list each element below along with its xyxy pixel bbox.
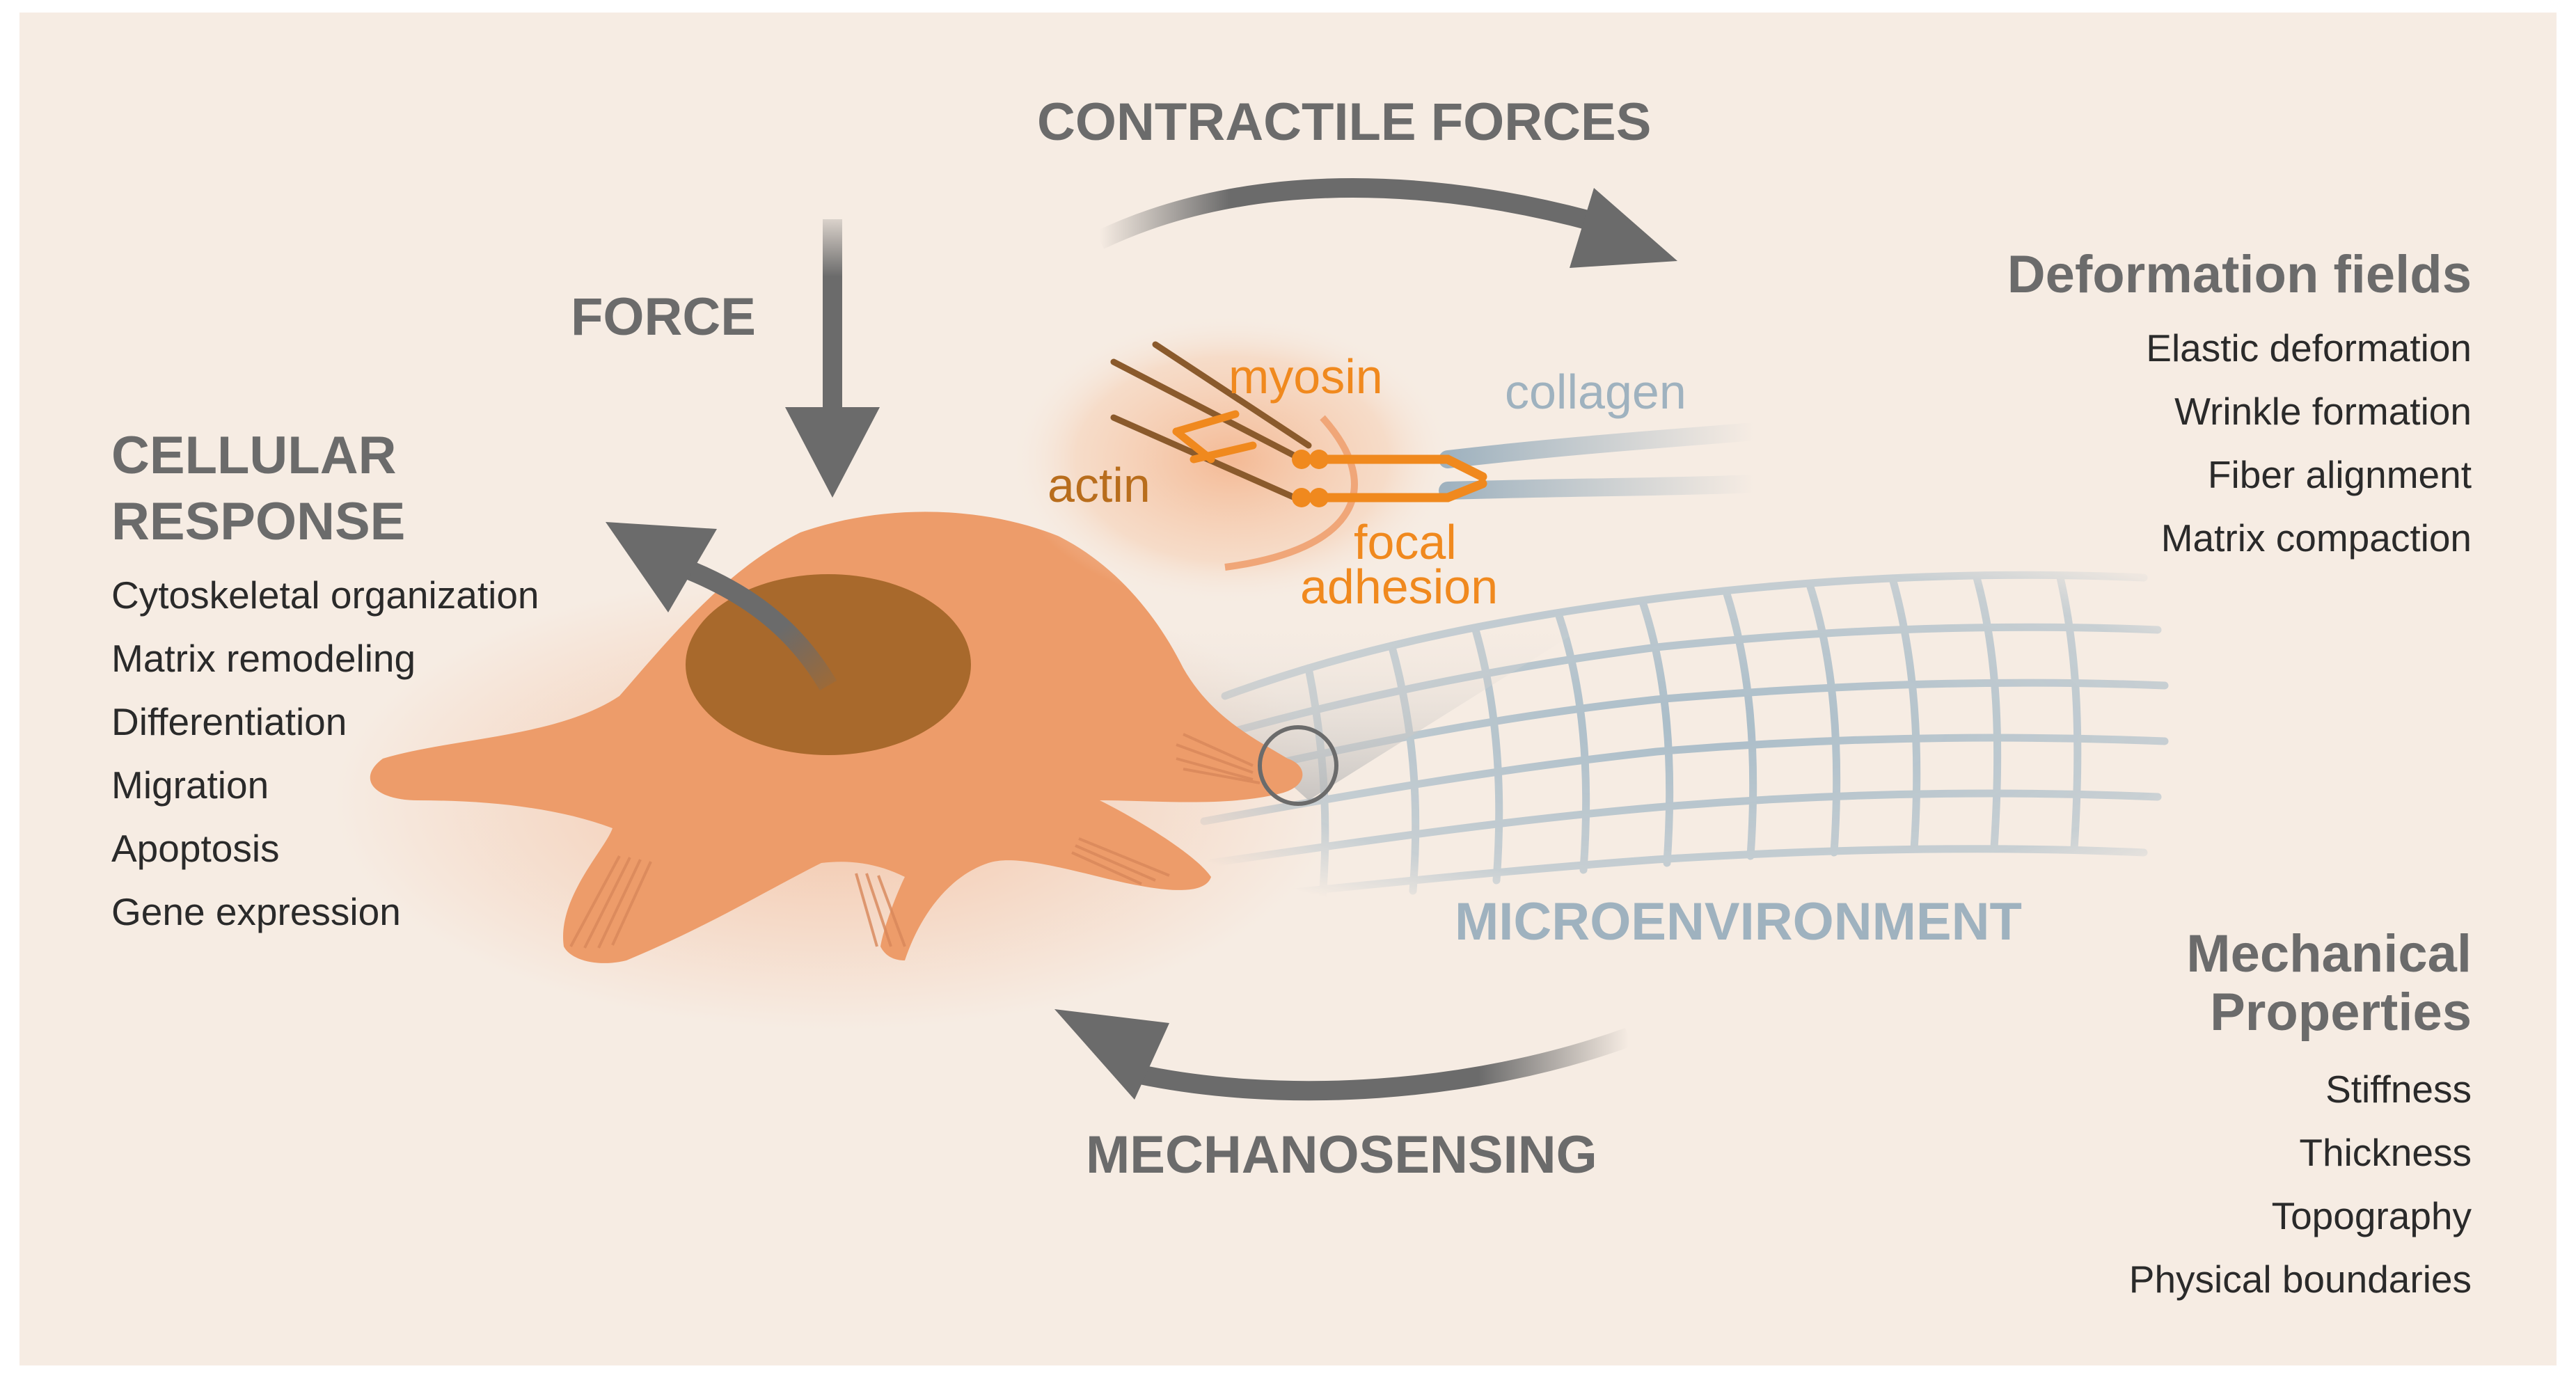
mechanosensing-label: MECHANOSENSING	[1086, 1125, 1597, 1185]
contractile-forces-arrow	[1095, 178, 1677, 268]
mechanical-properties-list: Stiffness Thickness Topography Physical …	[2129, 1058, 2472, 1311]
list-item: Migration	[111, 763, 269, 807]
mechanosensing-arrow	[1054, 1009, 1632, 1101]
deformation-fields-list: Elastic deformation Wrinkle formation Fi…	[2146, 317, 2472, 570]
focal-adhesion-inset	[1009, 313, 1763, 605]
cellular-response-title-line1: CELLULAR	[111, 426, 397, 485]
mechanical-properties-title-line1: Mechanical	[2186, 924, 2472, 983]
cellular-response-title-line2: RESPONSE	[111, 492, 406, 551]
list-item: Differentiation	[111, 700, 347, 743]
microenvironment-label: MICROENVIRONMENT	[1455, 892, 2022, 951]
magnifier-cone	[1100, 612, 1608, 800]
force-label: FORCE	[571, 287, 756, 347]
deformation-fields-title: Deformation fields	[2007, 245, 2472, 304]
list-item: Matrix remodeling	[111, 637, 416, 680]
list-item: Matrix compaction	[2160, 516, 2472, 560]
collagen-label: collagen	[1505, 365, 1686, 419]
magnifier-circle	[1258, 725, 1338, 806]
cellular-response-arrow	[606, 522, 837, 691]
mechanical-properties-title-line2: Properties	[2210, 983, 2472, 1042]
nucleus	[686, 574, 971, 755]
list-item: Thickness	[2299, 1131, 2472, 1174]
list-item: Apoptosis	[111, 827, 280, 870]
focal-label: focal	[1354, 515, 1457, 569]
cell	[370, 512, 1303, 963]
force-arrow	[785, 219, 880, 498]
contractile-forces-label: CONTRACTILE FORCES	[1037, 93, 1652, 152]
adhesion-label: adhesion	[1300, 560, 1499, 614]
list-item: Cytoskeletal organization	[111, 573, 539, 617]
list-item: Gene expression	[111, 890, 401, 933]
list-item: Topography	[2271, 1194, 2472, 1237]
cellular-response-list: Cytoskeletal organization Matrix remodel…	[111, 564, 539, 944]
list-item: Physical boundaries	[2128, 1258, 2472, 1301]
list-item: Stiffness	[2325, 1068, 2472, 1111]
list-item: Fiber alignment	[2207, 453, 2472, 496]
myosin-label: myosin	[1228, 349, 1383, 404]
list-item: Elastic deformation	[2146, 326, 2472, 370]
actin-label: actin	[1048, 458, 1151, 512]
list-item: Wrinkle formation	[2174, 390, 2472, 433]
